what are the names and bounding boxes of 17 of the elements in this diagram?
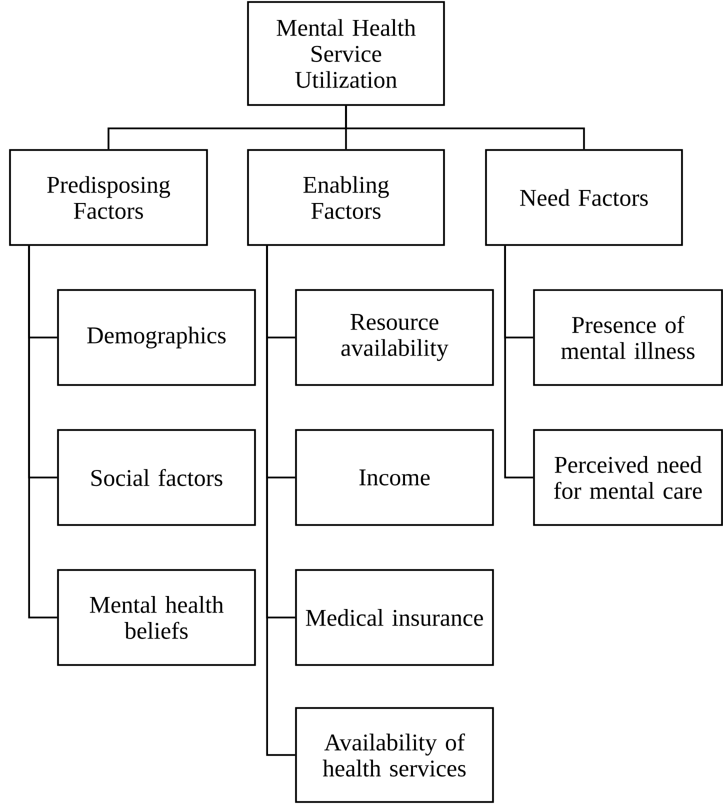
text-box: Income — [295, 429, 494, 526]
text-box: Demographics — [57, 289, 256, 386]
connector-line — [28, 246, 58, 618]
text-box: Enabling Factors — [247, 149, 445, 246]
text-box: Need Factors — [485, 149, 683, 246]
text-box: Mental Health Service Utilization — [247, 1, 445, 106]
text-box: Perceived need for mental care — [533, 429, 723, 526]
connector-line — [504, 246, 534, 478]
text-box: Availability of health services — [295, 707, 494, 803]
text-box: Presence of mental illness — [533, 289, 723, 386]
connector-line — [266, 246, 296, 756]
text-box: Predisposing Factors — [9, 149, 208, 246]
text-box: Mental health beliefs — [57, 569, 256, 666]
text-box: Resource availability — [295, 289, 494, 386]
text-box: Social factors — [57, 429, 256, 526]
text-box: Medical insurance — [295, 569, 494, 666]
connector-line — [345, 106, 585, 150]
